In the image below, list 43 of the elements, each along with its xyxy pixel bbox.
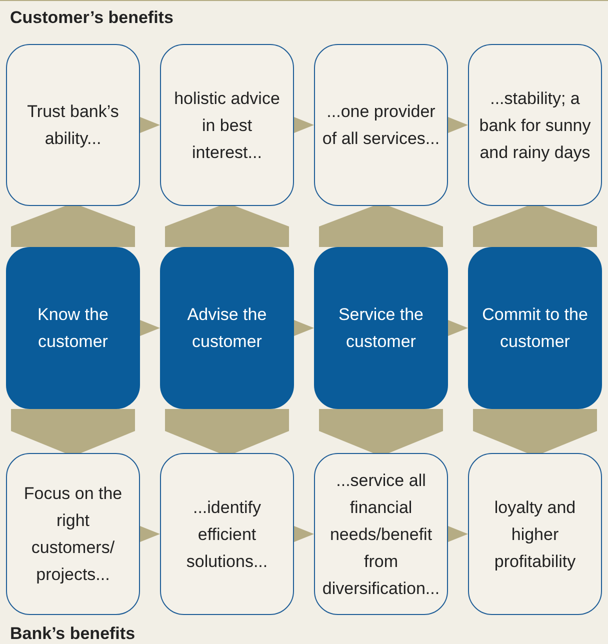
process-box [468, 247, 602, 409]
box-text: ...stability; a bank for sunny and rainy days [478, 88, 592, 164]
arrow [448, 526, 468, 542]
benefit-box [160, 453, 294, 615]
arrow [473, 206, 597, 247]
box-text: Trust bank’s ability... [26, 101, 120, 150]
arrow [294, 526, 314, 542]
benefit-box [314, 453, 448, 615]
process-box [160, 247, 294, 409]
arrow [140, 117, 160, 133]
benefit-box [6, 44, 140, 206]
box-text: ...one provider of all services... [321, 101, 441, 150]
arrow [319, 409, 443, 453]
arrow [448, 117, 468, 133]
box-text: holistic advice in best interest... [173, 88, 281, 164]
section-heading: Bank’s benefits [10, 624, 136, 644]
arrow [165, 409, 289, 453]
section-heading: Customer’s benefits [10, 8, 174, 28]
benefit-box [314, 44, 448, 206]
benefit-box [6, 453, 140, 615]
box-text: ...service all financial needs/benefit from diversification... [321, 470, 441, 600]
arrow [140, 526, 160, 542]
arrow [294, 117, 314, 133]
box-text: Know the customer [36, 304, 110, 353]
benefit-box [160, 44, 294, 206]
benefit-box [468, 453, 602, 615]
benefit-box [468, 44, 602, 206]
box-text: Service the customer [337, 304, 425, 353]
arrow [294, 320, 314, 336]
box-text: Advise the customer [186, 304, 268, 353]
arrow [140, 320, 160, 336]
box-text: Focus on the right customers/ projects... [22, 483, 124, 586]
arrow [473, 409, 597, 453]
box-text: ...identify efficient solutions... [185, 496, 269, 572]
process-box [314, 247, 448, 409]
box-text: loyalty and higher profitability [493, 496, 577, 572]
arrow [11, 409, 135, 453]
process-box [6, 247, 140, 409]
arrow [448, 320, 468, 336]
box-text: Commit to the customer [481, 304, 589, 353]
arrow [11, 206, 135, 247]
arrow [165, 206, 289, 247]
arrow [319, 206, 443, 247]
